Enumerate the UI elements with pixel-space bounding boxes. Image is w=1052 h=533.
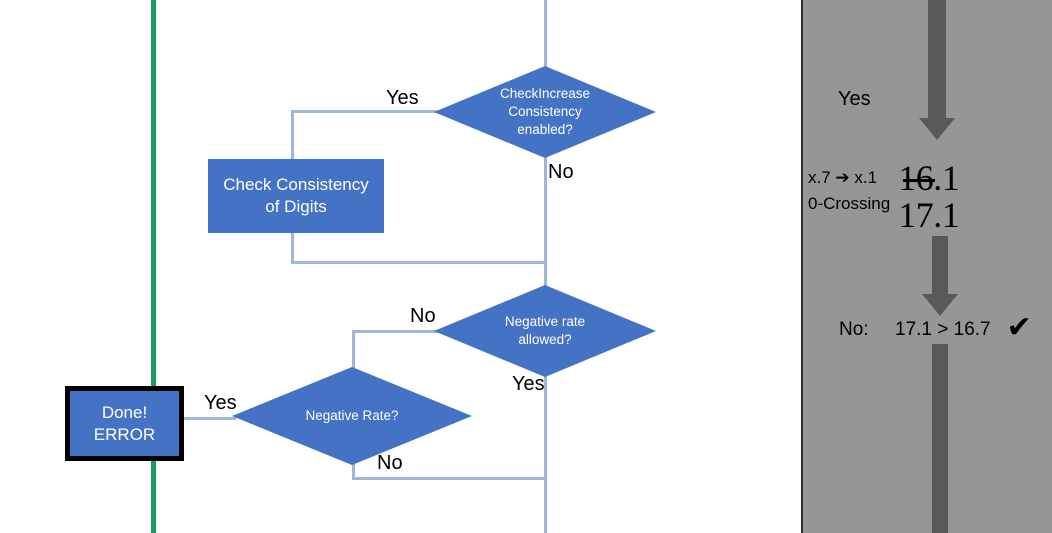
terminal-done-error-line2: ERROR (93, 424, 156, 444)
branch-label-yes-done-error: Yes (204, 392, 237, 414)
connector-box-bottom (291, 233, 294, 263)
panel-comparison-prefix: No: (839, 319, 869, 340)
connector-no-negrate-down (352, 460, 355, 479)
panel-yes-label: Yes (838, 88, 871, 110)
terminal-done-error-line1: Done! (101, 402, 148, 422)
connector-no-negallowed-horizontal (352, 330, 492, 333)
connector-no-negallowed-down (352, 330, 355, 372)
panel-value-original: 16.1 (898, 158, 960, 198)
panel-rounding-label: x.7 ➔ x.1 (808, 168, 878, 187)
process-check-consistency-line1: Check Consistency (223, 175, 369, 195)
branch-label-yes-negative-rate-allowed: Yes (512, 373, 545, 395)
annotation-panel: Yes x.7 ➔ x.1 0-Crossing 16.1 17.1 No: 1… (801, 0, 1052, 533)
connector-yes-into-box (291, 110, 294, 161)
panel-arrow-shaft-middle (932, 236, 948, 296)
check-mark-icon: ✔ (1006, 311, 1032, 344)
panel-calculation-block: x.7 ➔ x.1 0-Crossing 16.1 17.1 (808, 158, 960, 235)
panel-arrow-shaft-top (928, 0, 946, 120)
process-check-consistency-line2: of Digits (265, 197, 327, 216)
connector-spine-to-diamond2 (544, 262, 547, 288)
connector-box-return-horizontal (291, 261, 547, 264)
panel-value-adjusted: 17.1 (898, 194, 960, 235)
branch-label-yes-check-increase: Yes (386, 87, 419, 109)
panel-zero-crossing-label: 0-Crossing (808, 194, 891, 214)
connector-no-negrate-horizontal (352, 477, 546, 480)
connector-done-horizontal (174, 417, 236, 420)
connector-spine-top (544, 0, 547, 68)
decision-check-increase-consistency[interactable]: CheckIncrease Consistency enabled? (434, 66, 656, 158)
panel-arrow-head-middle (922, 294, 958, 316)
branch-label-no-negative-rate: No (377, 452, 403, 474)
panel-calculation-labels: x.7 ➔ x.1 0-Crossing (808, 160, 890, 218)
green-divider-line (151, 0, 156, 533)
terminal-done-error[interactable]: Done! ERROR (65, 386, 184, 461)
panel-arrow-shaft-bottom (932, 344, 948, 533)
panel-comparison-row: No: 17.1 > 16.7 ✔ (839, 311, 1032, 345)
panel-calculation-values: 16.1 17.1 (898, 158, 960, 235)
branch-label-no-negative-rate-allowed: No (410, 305, 436, 327)
panel-arrow-head-top (919, 118, 955, 140)
connector-yes-horizontal (291, 110, 437, 113)
decision-negative-rate[interactable]: Negative Rate? (232, 367, 472, 465)
decision-negative-rate-allowed[interactable]: Negative rate allowed? (434, 285, 656, 377)
connector-spine-bottom (544, 374, 547, 533)
panel-comparison-expression: 17.1 > 16.7 (895, 319, 991, 340)
connector-spine-mid-upper (544, 155, 547, 264)
process-check-consistency-of-digits[interactable]: Check Consistency of Digits (208, 159, 384, 233)
branch-label-no-check-increase: No (548, 161, 574, 183)
